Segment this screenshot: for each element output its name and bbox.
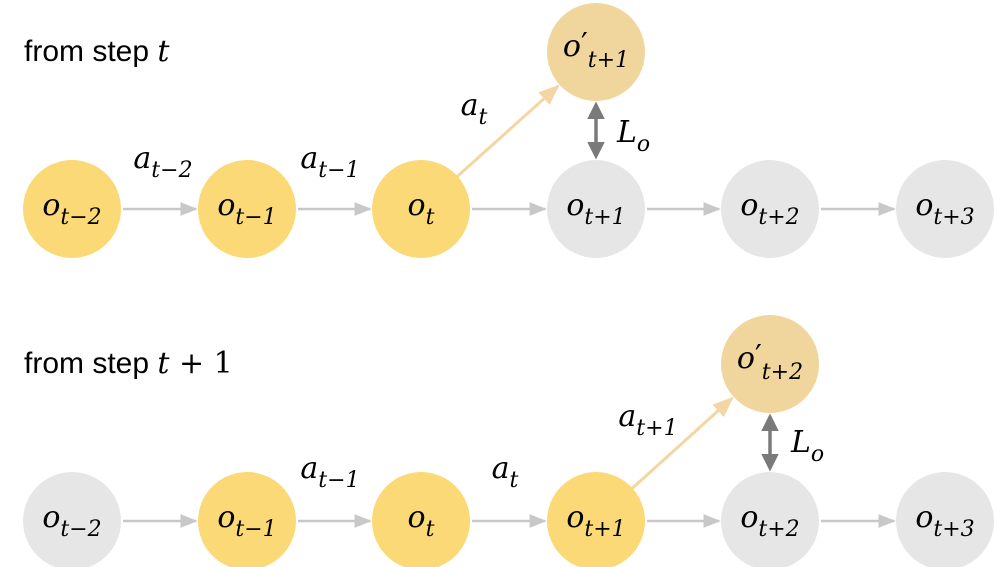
- observation-node: ot−2: [23, 472, 121, 567]
- predicted-action-label: at+1: [618, 399, 677, 441]
- node-label: ot+3: [915, 188, 974, 230]
- observation-node: ot+3: [896, 160, 994, 258]
- observation-node: ot+2: [721, 160, 819, 258]
- action-label: at: [492, 451, 519, 493]
- node-circle: [896, 160, 994, 258]
- node-circle: [198, 160, 296, 258]
- action-label: at−1: [300, 141, 359, 183]
- node-label: ot+2: [740, 500, 799, 542]
- predicted-observation-node: o′t+1: [547, 3, 645, 101]
- node-label: ot+1: [566, 500, 625, 542]
- row-title: from step t + 1: [24, 346, 233, 381]
- node-circle: [547, 472, 645, 567]
- node-circle: [547, 3, 645, 101]
- node-label: ot+2: [740, 188, 799, 230]
- node-label: ot−1: [217, 188, 276, 230]
- observation-node: ot: [372, 160, 470, 258]
- observation-node: ot+1: [547, 160, 645, 258]
- observation-node: ot+2: [721, 472, 819, 567]
- node-circle: [23, 160, 121, 258]
- node-circle: [896, 472, 994, 567]
- prediction-arrow: [629, 396, 734, 491]
- action-label: at−2: [133, 141, 192, 183]
- node-label: ot: [408, 500, 435, 542]
- observation-node: ot+3: [896, 472, 994, 567]
- loss-label: Lo: [616, 115, 650, 157]
- predicted-observation-node: o′t+2: [721, 315, 819, 413]
- observation-node: ot: [372, 472, 470, 567]
- predicted-action-label: at: [461, 88, 488, 130]
- node-circle: [721, 472, 819, 567]
- node-circle: [721, 160, 819, 258]
- predicted-node-label: o′t+2: [737, 339, 803, 385]
- node-circle: [372, 160, 470, 258]
- observation-node: ot−1: [198, 160, 296, 258]
- observation-node: ot+1: [547, 472, 645, 567]
- node-label: ot−2: [42, 500, 101, 542]
- node-circle: [721, 315, 819, 413]
- observation-node: ot−1: [198, 472, 296, 567]
- node-label: ot: [408, 188, 435, 230]
- predicted-node-label: o′t+1: [563, 27, 629, 73]
- node-label: ot+1: [566, 188, 625, 230]
- node-circle: [372, 472, 470, 567]
- node-label: ot+3: [915, 500, 974, 542]
- node-label: ot−1: [217, 500, 276, 542]
- node-circle: [547, 160, 645, 258]
- node-circle: [198, 472, 296, 567]
- action-label: at−1: [300, 451, 359, 493]
- prediction-arrow: [454, 84, 560, 179]
- loss-label: Lo: [790, 425, 824, 467]
- node-circle: [23, 472, 121, 567]
- node-label: ot−2: [42, 188, 101, 230]
- row-title: from step t: [24, 34, 170, 69]
- observation-node: ot−2: [23, 160, 121, 258]
